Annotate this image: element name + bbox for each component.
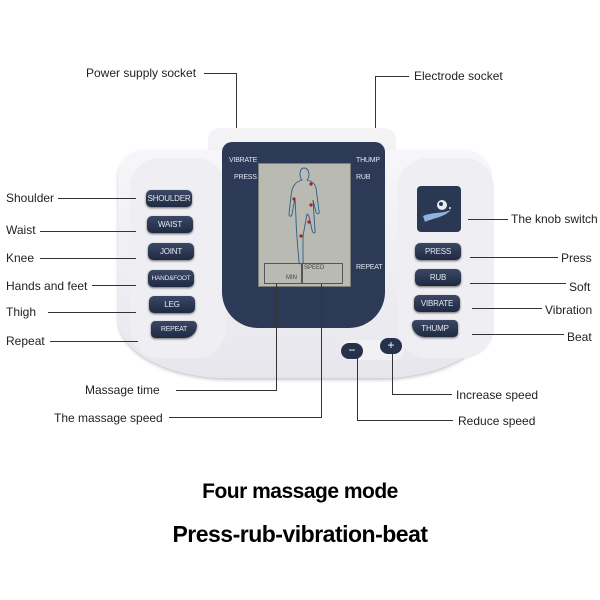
leader-line (276, 284, 277, 391)
bezel-label-rub: RUB (356, 174, 371, 181)
decrease-speed-button[interactable]: − (341, 343, 363, 359)
callout-reduce-speed: Reduce speed (458, 414, 536, 428)
leader-line (472, 308, 542, 309)
leader-line (48, 312, 136, 313)
thump-button[interactable]: THUMP (412, 320, 458, 337)
knob-switch[interactable] (417, 186, 461, 232)
leader-line (50, 341, 138, 342)
lcd-speed-box: SPEED (301, 263, 343, 284)
bezel-label-press: PRESS (234, 174, 257, 181)
waist-button[interactable]: WAIST (147, 216, 193, 233)
massage-logo-icon (423, 200, 451, 222)
callout-power-supply-socket: Power supply socket (86, 66, 197, 80)
lcd-speed-label: SPEED (304, 265, 325, 271)
leader-line (58, 198, 136, 199)
callout-shoulder: Shoulder (6, 191, 55, 205)
leader-line (470, 283, 566, 284)
callout-press: Press (561, 251, 592, 265)
callout-repeat: Repeat (6, 334, 45, 348)
shoulder-button[interactable]: SHOULDER (146, 190, 192, 207)
callout-knob-switch: The knob switch (511, 212, 598, 226)
callout-thigh: Thigh (6, 305, 37, 319)
callout-vibration: Vibration (545, 303, 593, 317)
vibrate-button[interactable]: VIBRATE (414, 295, 460, 312)
leader-line (321, 284, 322, 418)
leader-line (92, 285, 136, 286)
callout-electrode-socket: Electrode socket (414, 69, 503, 83)
rub-button[interactable]: RUB (415, 269, 461, 286)
repeat-button[interactable]: REPEAT (151, 321, 197, 338)
leader-line (472, 334, 564, 335)
lcd-screen: MIN SPEED (258, 163, 351, 287)
leader-line (392, 394, 452, 395)
leader-line (40, 258, 136, 259)
leader-line (357, 420, 453, 421)
callout-massage-time: Massage time (85, 383, 160, 397)
leader-line (375, 76, 376, 129)
callout-waist: Waist (6, 223, 36, 237)
callout-knee: Knee (6, 251, 35, 265)
callout-hands-and-feet: Hands and feet (6, 279, 88, 293)
leader-line (357, 358, 358, 421)
leader-line (468, 219, 508, 220)
leg-button[interactable]: LEG (149, 296, 195, 313)
leader-line (375, 76, 409, 77)
leader-line (40, 231, 136, 232)
callout-soft: Soft (569, 280, 591, 294)
bezel-label-repeat: REPEAT (356, 264, 383, 271)
callout-massage-speed: The massage speed (54, 411, 163, 425)
callout-increase-speed: Increase speed (456, 388, 539, 402)
leader-line (392, 354, 393, 395)
body-figure-icon (288, 167, 320, 265)
bezel-label-thump: THUMP (356, 157, 380, 164)
leader-line (470, 257, 558, 258)
leader-line (236, 73, 237, 129)
joint-button[interactable]: JOINT (148, 243, 194, 260)
leader-line (176, 390, 276, 391)
lcd-min-label: MIN (286, 275, 297, 281)
hand-foot-button[interactable]: HAND&FOOT (148, 270, 194, 287)
leader-line (204, 73, 236, 74)
increase-speed-button[interactable]: + (380, 338, 402, 354)
callout-beat: Beat (567, 330, 592, 344)
caption-title: Four massage mode (202, 480, 398, 503)
press-button[interactable]: PRESS (415, 243, 461, 260)
caption-subtitle: Press-rub-vibration-beat (172, 521, 428, 547)
bezel-label-vibrate: VIBRATE (229, 157, 258, 164)
leader-line (169, 417, 321, 418)
lcd-time-box: MIN (264, 263, 303, 284)
